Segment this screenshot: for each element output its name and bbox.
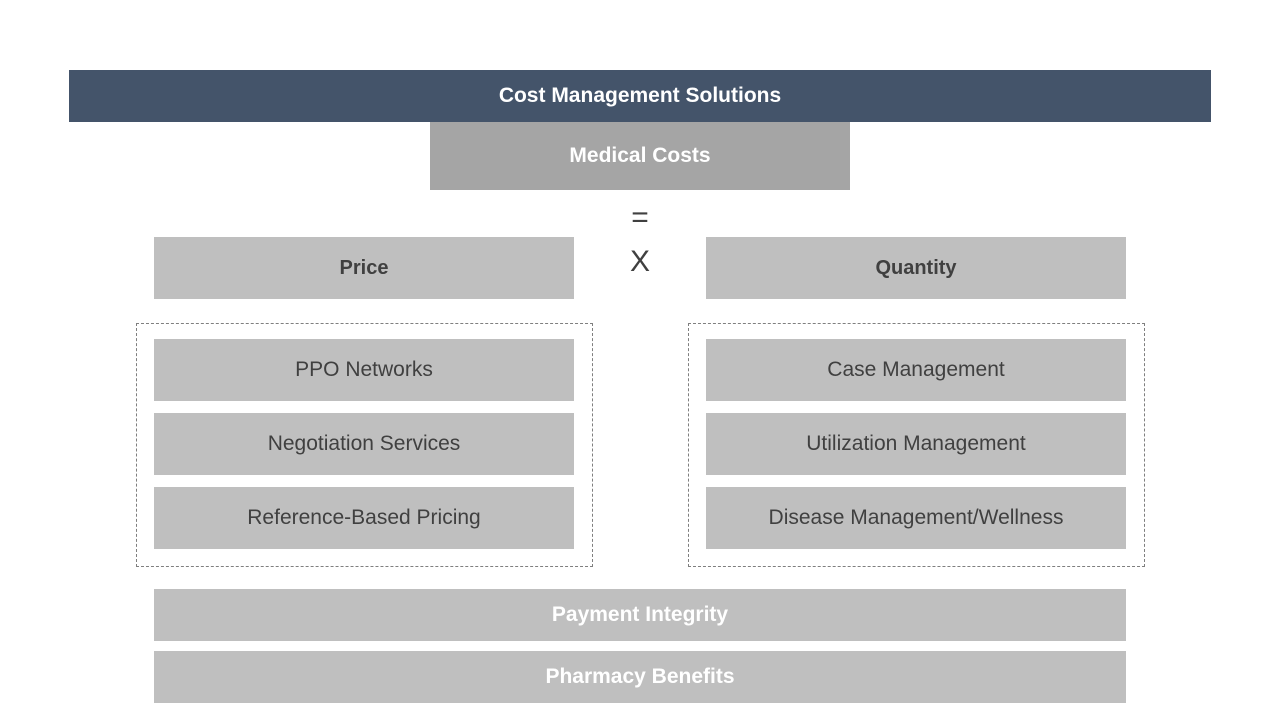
cost-management-solutions-header: Cost Management Solutions [69, 70, 1211, 122]
price-solutions-group [136, 323, 593, 567]
case-management-box: Case Management [706, 339, 1126, 401]
ppo-networks-box: PPO Networks [154, 339, 574, 401]
times-operator: X [629, 245, 650, 278]
equals-operator: = [631, 201, 649, 234]
quantity-box: Quantity [706, 237, 1126, 299]
quantity-solutions-group [688, 323, 1145, 567]
disease-management-wellness-box: Disease Management/Wellness [706, 487, 1126, 549]
medical-costs-box: Medical Costs [430, 122, 850, 190]
payment-integrity-bar: Payment Integrity [154, 589, 1126, 641]
pharmacy-benefits-bar: Pharmacy Benefits [154, 651, 1126, 703]
utilization-management-box: Utilization Management [706, 413, 1126, 475]
reference-based-pricing-box: Reference-Based Pricing [154, 487, 574, 549]
price-box: Price [154, 237, 574, 299]
negotiation-services-box: Negotiation Services [154, 413, 574, 475]
